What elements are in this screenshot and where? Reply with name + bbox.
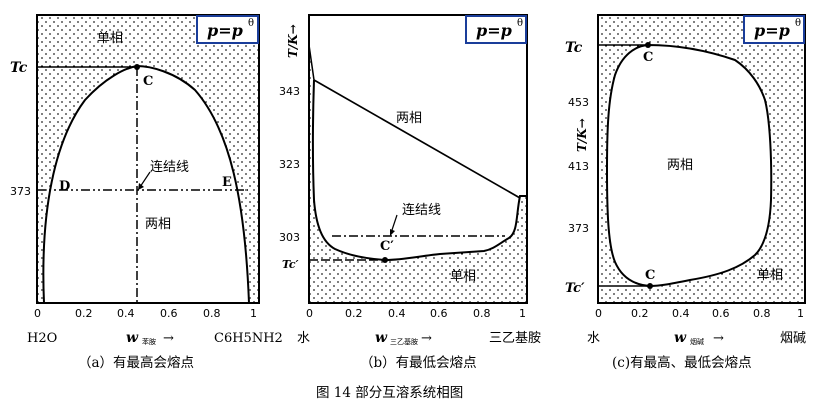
panel-c-ytick: 453 (568, 96, 589, 109)
panel-c-two-phase-curve (605, 43, 773, 288)
panel-b-tc-label: Tc′ (282, 258, 299, 271)
panel-b-right-component: 三乙基胺 (489, 331, 541, 346)
panel-a-xtick: 0.4 (117, 307, 135, 320)
panel-a-xtick: 0.8 (203, 307, 221, 320)
panel-c-frame (597, 14, 806, 304)
panel-b-ytick: 303 (279, 231, 300, 244)
panel-c-condition-sup: θ (795, 18, 801, 29)
panel-c-point-c-top: C (643, 50, 653, 65)
panel-b-tie-line-label: 连结线 (402, 202, 441, 218)
panel-c: p=p θ 两相 单相 C C Tc Tc′ 453 413 373 T/K→ … (565, 14, 806, 371)
panel-b-region-single: 单相 (450, 269, 476, 284)
panel-c-xtick: 0 (595, 307, 602, 320)
panel-a-condition-box (196, 15, 259, 44)
panel-a-point-c: C (143, 74, 153, 89)
panel-c-caption: (c)有最高、最低会熔点 (612, 354, 752, 371)
panel-a-xtick: 0 (34, 307, 41, 320)
panel-a-arrow (139, 171, 151, 188)
panel-a-arrowhead (138, 183, 144, 190)
panel-a-ytick: 373 (10, 185, 31, 198)
panel-c-point-c-bottom: C (645, 268, 655, 283)
panel-b-condition-box (465, 15, 527, 44)
panel-a-right-component: C6H5NH2 (214, 331, 283, 346)
panel-a-region-single: 单相 (97, 31, 123, 46)
panel-c-ytick: 373 (568, 222, 589, 235)
panel-a-tie-line-label: 连结线 (150, 159, 189, 175)
panel-c-right-component: 烟碱 (780, 331, 806, 346)
panel-b-ylabel: T/K→ (286, 24, 300, 58)
panel-c-ylabel: T/K→ (575, 118, 589, 152)
panel-a-caption: （a）有最高会熔点 (78, 354, 194, 371)
panel-a-left-component: H2O (27, 331, 57, 346)
panel-a-point-d: D (59, 179, 70, 194)
panel-b-xtick: 0.2 (345, 307, 363, 320)
panel-b-xlabel-sub: 三乙基胺 (390, 337, 418, 346)
panel-a: p=p θ 单相 两相 连结线 C D E Tc 373 0 0.2 0.4 0… (10, 14, 283, 371)
panel-b-xtick: 0.8 (473, 307, 491, 320)
panel-b-xlabel-w: w (375, 330, 388, 346)
panel-b-xticks: 0 0.2 0.4 0.6 0.8 1 (306, 307, 526, 320)
panel-b-two-phase-fill (309, 15, 527, 260)
panel-a-xtick: 1 (250, 307, 257, 320)
panel-a-xlabel-sub: 苯胺 (142, 337, 156, 346)
panel-c-region-two: 两相 (667, 158, 693, 173)
panel-c-xlabel-sub: 烟碱 (690, 337, 704, 346)
panel-a-xticks: 0 0.2 0.4 0.6 0.8 1 (34, 307, 257, 320)
panel-c-xtick: 0.6 (712, 307, 730, 320)
panel-c-xlabel-arrow: → (713, 331, 724, 346)
panel-c-point-c-bottom-marker (647, 283, 653, 289)
panel-c-region-single: 单相 (757, 268, 783, 283)
panel-c-left-component: 水 (587, 331, 600, 346)
panel-b-xtick: 1 (519, 307, 526, 320)
panel-b-condition-label: p=p (476, 21, 512, 40)
panel-c-xtick: 0.4 (672, 307, 690, 320)
panel-b: p=p θ 两相 单相 连结线 C′ Tc′ 343 323 303 T/K→ … (279, 14, 541, 371)
panel-b-xtick: 0.6 (430, 307, 448, 320)
panel-b-ytick: 343 (279, 85, 300, 98)
panel-b-caption: （b）有最低会熔点 (360, 355, 477, 371)
panel-c-tc-label-top: Tc (565, 40, 583, 56)
panel-b-point-c: C′ (380, 239, 394, 254)
panel-a-condition-label: p=p (207, 21, 243, 40)
panel-b-ytick: 323 (279, 158, 300, 171)
panel-a-xlabel-arrow: → (163, 331, 174, 346)
panel-c-xlabel-w: w (674, 330, 687, 346)
panel-a-region-two: 两相 (145, 217, 171, 232)
panel-b-condition-sup: θ (517, 18, 523, 29)
panel-b-xlabel-arrow: → (421, 331, 432, 346)
panel-b-region-two: 两相 (396, 111, 422, 126)
panel-b-xtick: 0 (306, 307, 313, 320)
panel-b-frame (308, 14, 528, 304)
figure-caption: 图 14 部分互溶系统相图 (316, 385, 463, 401)
panel-c-xticks: 0 0.2 0.4 0.6 0.8 1 (595, 307, 804, 320)
panel-a-point-e: E (222, 175, 232, 190)
panel-a-xtick: 0.6 (160, 307, 178, 320)
panel-c-tc-label-bottom: Tc′ (565, 281, 585, 296)
panel-a-xtick: 0.2 (75, 307, 93, 320)
panel-b-left-component: 水 (297, 331, 310, 346)
panel-c-xtick: 0.2 (631, 307, 649, 320)
panel-c-condition-label: p=p (754, 21, 790, 40)
panel-b-arrow (391, 214, 398, 231)
panel-c-condition-box (743, 15, 805, 44)
panel-b-point-c-marker (382, 257, 388, 263)
panel-b-upper-boundary (313, 79, 521, 199)
panel-c-xtick: 0.8 (753, 307, 771, 320)
panel-c-point-c-top-marker (645, 42, 651, 48)
panel-a-condition-sup: θ (248, 18, 254, 29)
panel-a-xlabel-w: w (126, 330, 139, 346)
panel-a-tc-label: Tc (10, 60, 28, 76)
panel-a-frame (36, 14, 260, 304)
panel-c-ytick: 413 (568, 160, 589, 173)
panel-b-arrowhead (390, 229, 395, 236)
panel-a-point-c-marker (134, 64, 140, 70)
panel-b-xtick: 0.4 (388, 307, 406, 320)
panel-c-xtick: 1 (797, 307, 804, 320)
